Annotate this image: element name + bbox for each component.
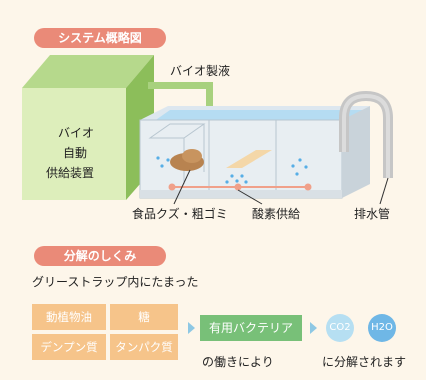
label-drain: 排水管 [354,207,391,221]
bacteria-caption: の働きにより [202,355,274,369]
label-food-waste: 食品クズ・粗ゴミ [132,207,228,221]
label-bio-liquid: バイオ製液 [170,64,231,78]
label-device-line1: バイオ [58,126,95,140]
bubbles [156,156,308,184]
intro-text: グリーストラップ内にたまった [32,275,199,289]
arrow-right-1 [188,322,195,334]
section-title-system: システム概略図 [34,28,166,48]
co2-circle: CO2 [326,314,354,342]
item-oils: 動植物油 [32,304,106,330]
leader-food [173,169,191,205]
supply-pipe-drop [206,82,213,108]
device-front [22,88,126,200]
item-starch: デンプン質 [32,334,106,360]
label-device-line2: 自動 [63,146,88,160]
h2o-circle: H2O [368,314,396,342]
arrow-right-2 [310,322,317,334]
label-oxygen: 酸素供給 [252,207,301,221]
item-sugar: 糖 [110,304,178,330]
result-text: に分解されます [322,355,407,369]
label-device-line3: 供給装置 [46,166,95,180]
leader-oxygen [237,189,263,205]
device-top [22,55,154,88]
oxygen-plate [226,150,272,168]
tank-rim [140,190,342,198]
leader-drain [379,177,389,205]
bacteria-box: 有用バクテリア [200,315,302,341]
supply-pipe [148,82,212,89]
item-protein: タンパク質 [110,334,178,360]
section-title-decomposition: 分解のしくみ [34,246,166,266]
